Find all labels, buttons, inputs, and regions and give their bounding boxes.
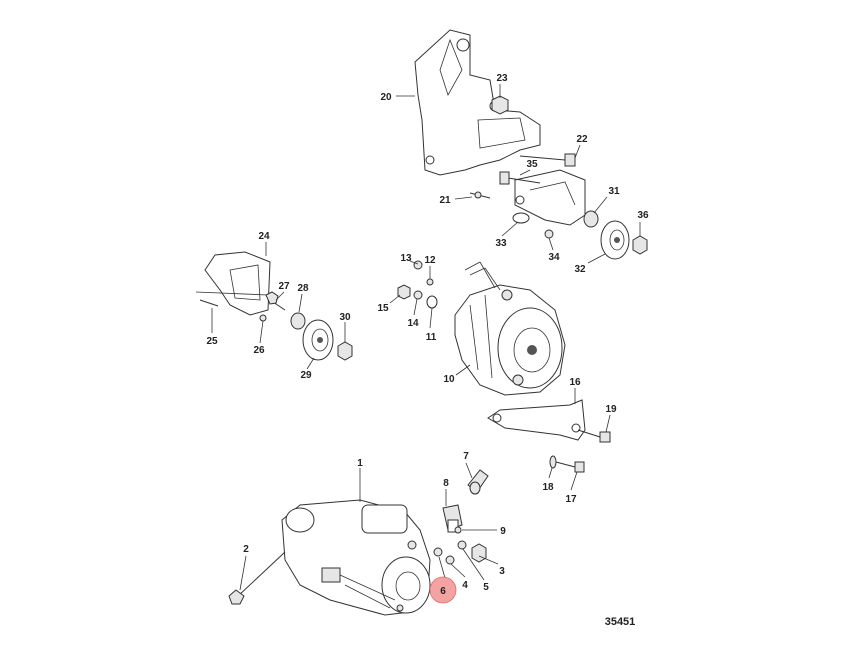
callout-36: 36 [637, 210, 649, 221]
idler-bracket-part [195, 251, 271, 322]
callout-21: 21 [439, 195, 451, 206]
stud-21-part [469, 191, 491, 199]
callout-27: 27 [278, 281, 290, 292]
callout-29: 29 [300, 370, 312, 381]
callout-10: 10 [443, 374, 455, 385]
callout-5: 5 [483, 582, 489, 593]
support-brace-part [487, 399, 586, 441]
spacer-31-part [583, 210, 599, 228]
callout-33: 33 [495, 238, 507, 249]
callout-17: 17 [565, 494, 577, 505]
callout-26: 26 [253, 345, 265, 356]
callout-32: 32 [574, 264, 586, 275]
callout-22: 22 [576, 134, 588, 145]
bolt-17-part [555, 461, 585, 473]
hardware-3-4-5-9-part [445, 526, 487, 565]
callout-23: 23 [496, 73, 508, 84]
callout-30: 30 [339, 312, 351, 323]
hardware-11-to-15-part [397, 260, 438, 309]
bolt-2-part [228, 551, 286, 605]
callout-2: 2 [243, 544, 249, 555]
callout-1: 1 [357, 458, 363, 469]
bolt-19-part [577, 429, 611, 443]
alternator-part [454, 261, 566, 396]
callout-35: 35 [526, 159, 538, 170]
nut-6-part [433, 547, 443, 557]
figure-number: 35451 [605, 616, 636, 628]
terminal-8-part [442, 504, 463, 533]
pulley-32-part [600, 220, 630, 260]
highlight-marker [429, 576, 457, 604]
callout-7: 7 [463, 451, 469, 462]
solenoid-lead-7-part [467, 469, 489, 495]
callout-28: 28 [297, 283, 309, 294]
pulley-29-part [302, 319, 334, 361]
starter-motor-part [281, 499, 431, 616]
bolt-22-part [519, 153, 576, 167]
callout-34: 34 [548, 252, 560, 263]
callout-19: 19 [605, 404, 617, 415]
callout-20: 20 [380, 92, 392, 103]
callout-13: 13 [400, 253, 412, 264]
callout-6: 6 [440, 586, 446, 597]
callout-labels: 1 2 3 4 5 6 7 8 9 10 11 12 13 14 15 16 1… [206, 73, 649, 597]
callout-16: 16 [569, 377, 581, 388]
nut-36-part [632, 235, 648, 255]
callout-12: 12 [424, 255, 436, 266]
bolt-23-part [491, 95, 509, 115]
callout-18: 18 [542, 482, 554, 493]
callout-3: 3 [499, 566, 505, 577]
callout-11: 11 [426, 332, 437, 343]
spacer-28-part [290, 312, 306, 330]
callout-24: 24 [258, 231, 270, 242]
washer-33-part [512, 212, 530, 224]
washer-18-part [549, 455, 557, 469]
callout-8: 8 [443, 478, 449, 489]
callout-14: 14 [407, 318, 419, 329]
callout-31: 31 [608, 186, 620, 197]
callout-15: 15 [377, 303, 389, 314]
bolt-27-part [265, 291, 286, 311]
nut-34-part [544, 229, 554, 239]
callout-25: 25 [206, 336, 218, 347]
callout-9: 9 [500, 526, 506, 537]
leader-lines [211, 84, 641, 591]
bolt-35-part [499, 171, 541, 185]
nut-30-part [337, 341, 353, 361]
callout-4: 4 [462, 580, 468, 591]
